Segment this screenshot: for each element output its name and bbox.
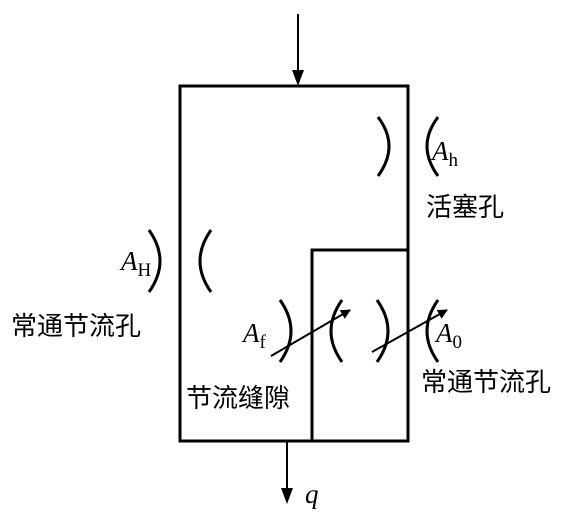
label-Af: Af (241, 318, 267, 353)
label-piston-orifice: 活塞孔 (426, 193, 504, 223)
throttle-gap-orifice-symbol (270, 299, 351, 363)
inner-chamber (310, 248, 408, 441)
outlet-arrow-icon (281, 441, 293, 504)
outer-chamber (178, 84, 410, 443)
label-A0: A0 (434, 318, 462, 353)
piston-orifice-symbol (376, 116, 440, 177)
inlet-arrow-icon (292, 14, 304, 86)
label-bypass-orifice-right: 常通节流孔 (421, 368, 551, 398)
label-throttle-gap: 节流缝隙 (186, 384, 290, 414)
variable-arrow-icon (371, 309, 448, 353)
bypass-orifice-left-symbol (147, 229, 213, 293)
label-flow-q: q (305, 479, 319, 509)
bypass-orifice-right-symbol (371, 299, 448, 363)
label-Ah: Ah (430, 136, 459, 171)
variable-arrow-icon (270, 309, 351, 357)
label-bypass-orifice-left: 常通节流孔 (11, 312, 141, 342)
label-AH: AH (119, 246, 152, 281)
